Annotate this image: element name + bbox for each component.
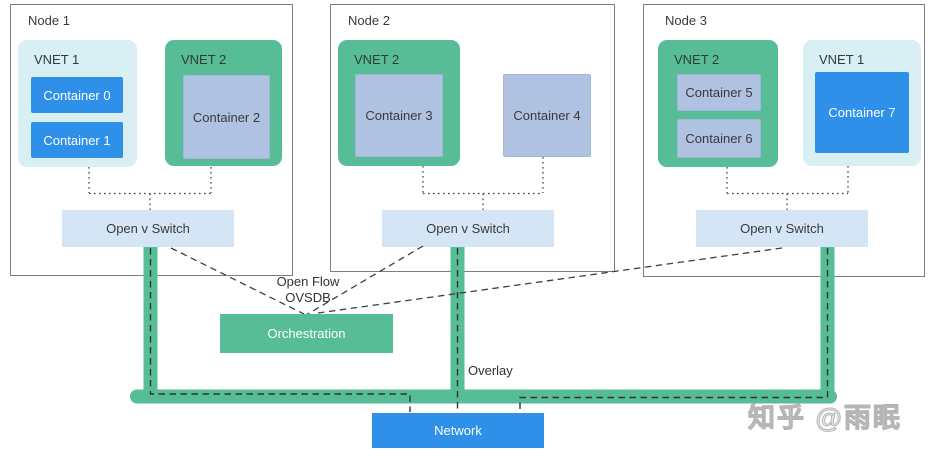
node1-open-vswitch: Open v Switch (62, 210, 234, 247)
container-0: Container 0 (31, 77, 123, 113)
watermark: 知乎 @雨眠 (748, 403, 902, 434)
node1-vnet1-label: VNET 1 (34, 52, 80, 67)
node1-vnet2-label: VNET 2 (181, 52, 227, 67)
container-7: Container 7 (815, 72, 909, 153)
overlay-label: Overlay (468, 363, 513, 378)
network-box: Network (372, 413, 544, 448)
container-4: Container 4 (503, 74, 591, 157)
container-5: Container 5 (677, 74, 761, 111)
node3-vnet1-label: VNET 1 (819, 52, 865, 67)
orchestration-box: Orchestration (220, 314, 393, 353)
node-3-label: Node 3 (665, 13, 707, 28)
node3-open-vswitch: Open v Switch (696, 210, 868, 247)
open-flow-label: Open Flow (276, 274, 340, 289)
node2-open-vswitch: Open v Switch (382, 210, 554, 247)
node-2-label: Node 2 (348, 13, 390, 28)
container-1: Container 1 (31, 122, 123, 158)
container-3: Container 3 (355, 74, 443, 157)
container-6: Container 6 (677, 119, 761, 158)
node-1-label: Node 1 (28, 13, 70, 28)
container-2: Container 2 (183, 75, 270, 159)
protocol-labels: Open Flow OVSDB (255, 274, 361, 306)
node3-vnet2-label: VNET 2 (674, 52, 720, 67)
node2-vnet2-label: VNET 2 (354, 52, 400, 67)
ovsdb-label: OVSDB (285, 290, 331, 305)
